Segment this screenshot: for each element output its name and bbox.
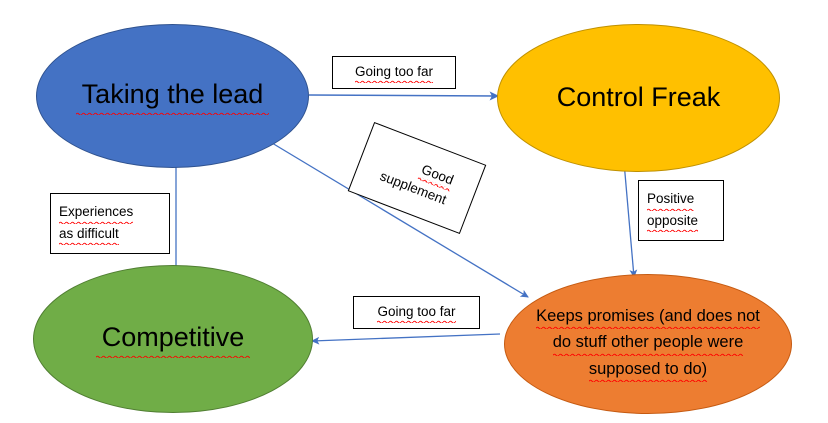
node-taking-the-lead-label: Taking the lead xyxy=(75,77,270,115)
edge-taking-the-lead-to-control-freak xyxy=(308,91,500,101)
edge-label-positive-opposite-line-1: Positive xyxy=(647,189,695,211)
edge-label-going-too-far-bottom-text: Going too far xyxy=(377,301,456,324)
edge-taking-the-lead-to-keeps-promises xyxy=(271,142,529,298)
keeps-promises-line-2: do stuff other people were xyxy=(552,332,744,356)
edge-label-experiences-line-2: as difficult xyxy=(59,223,119,245)
node-control-freak-label: Control Freak xyxy=(556,82,721,113)
edge-label-experiences-as-difficult[interactable]: Experiences as difficult xyxy=(50,193,170,254)
edge-label-positive-opposite[interactable]: Positive opposite xyxy=(638,180,724,241)
edge-label-experiences-line-1: Experiences xyxy=(59,202,134,224)
node-competitive-label: Competitive xyxy=(95,320,251,358)
node-keeps-promises[interactable]: Keeps promises (and does not do stuff ot… xyxy=(504,274,792,414)
edge-label-going-too-far-bottom[interactable]: Going too far xyxy=(353,296,480,329)
edge-label-going-too-far-top-text: Going too far xyxy=(354,61,434,84)
edge-label-positive-opposite-line-2: opposite xyxy=(647,210,699,232)
node-control-freak[interactable]: Control Freak xyxy=(497,24,780,172)
node-competitive[interactable]: Competitive xyxy=(33,265,313,413)
edge-label-going-too-far-top[interactable]: Going too far xyxy=(332,56,456,89)
node-taking-the-lead[interactable]: Taking the lead xyxy=(36,24,309,168)
keeps-promises-line-1: Keeps promises (and does not xyxy=(536,305,760,330)
keeps-promises-line-3: supposed to do) xyxy=(588,358,708,383)
edge-control-freak-to-keeps-promises xyxy=(623,161,638,279)
edge-keeps-promises-to-competitive xyxy=(310,333,501,345)
node-keeps-promises-label: Keeps promises (and does not do stuff ot… xyxy=(530,305,766,383)
